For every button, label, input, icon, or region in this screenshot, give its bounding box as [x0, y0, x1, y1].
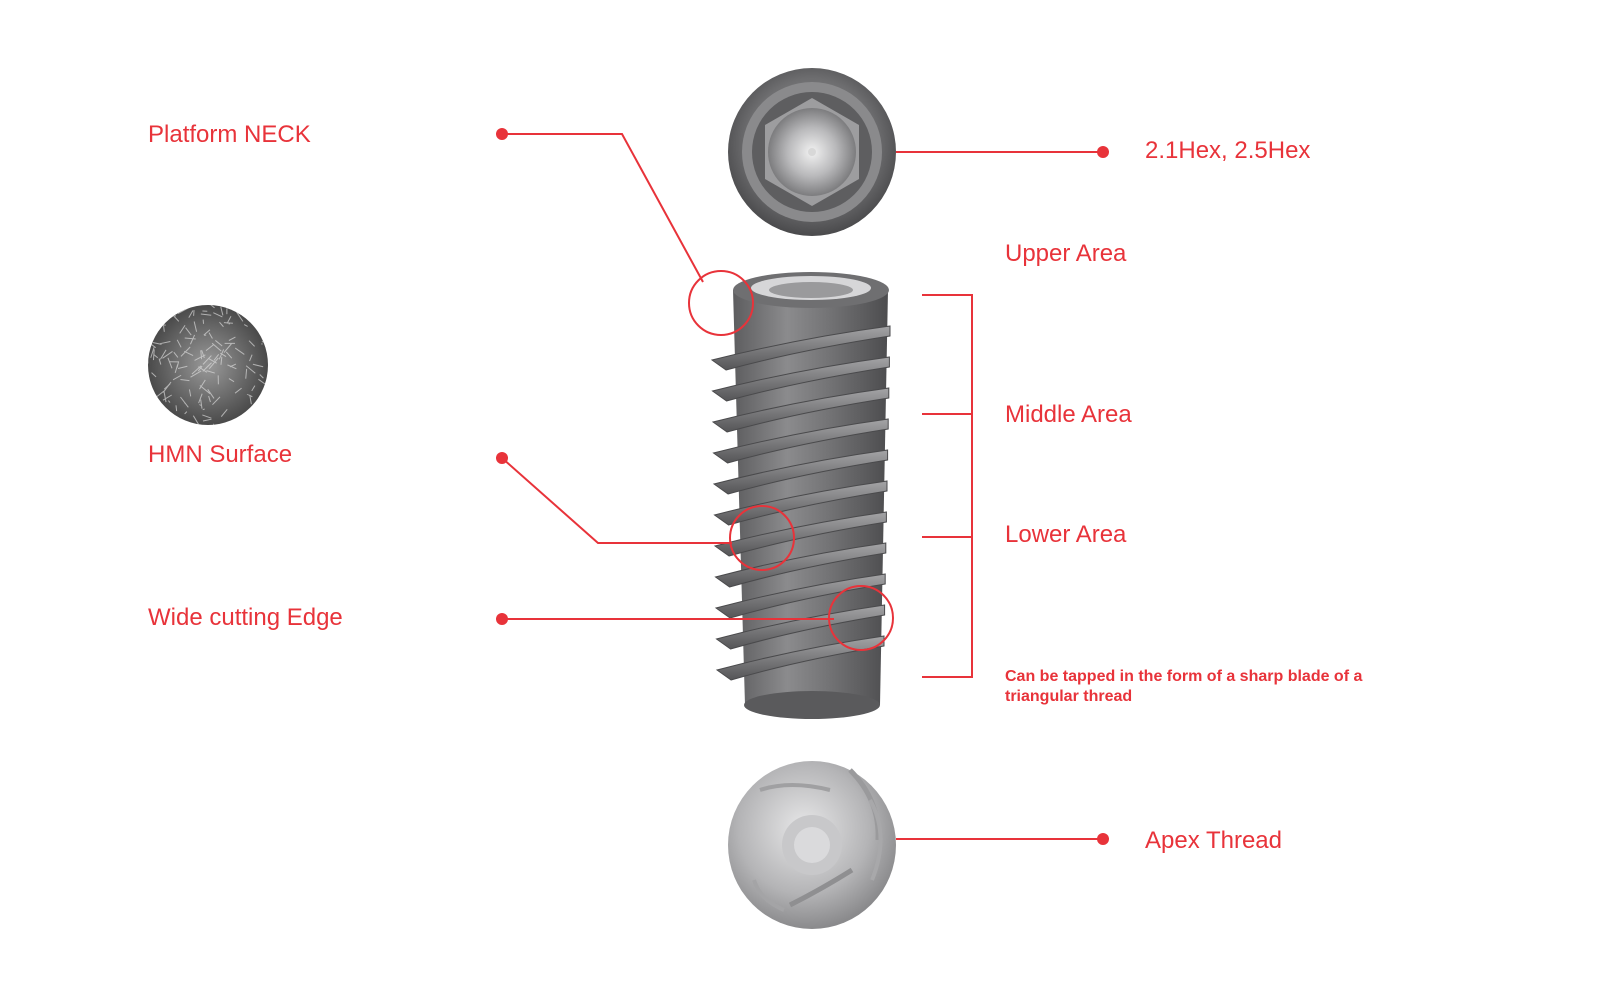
surface-fiber [203, 409, 205, 410]
hmn-surface-label: HMN Surface [148, 443, 292, 467]
surface-fiber [167, 417, 168, 423]
surface-fiber [148, 417, 151, 423]
surface-fiber [148, 324, 157, 326]
surface-fiber [150, 333, 153, 343]
implant-top-view [728, 68, 896, 236]
hmn-surface-image [141, 299, 273, 431]
surface-fiber [247, 394, 248, 395]
surface-fiber [159, 299, 168, 310]
surface-fiber [168, 305, 176, 316]
apex-thread-label: Apex Thread [1145, 829, 1282, 853]
hmn-callout-dot [496, 452, 508, 464]
edge-callout-dot [496, 613, 508, 625]
apex-callout-dot [1097, 833, 1109, 845]
surface-fiber [141, 331, 149, 335]
surface-fiber [247, 417, 253, 423]
surface-fiber [259, 408, 264, 411]
surface-fiber [224, 303, 232, 307]
surface-fiber [264, 395, 273, 401]
implant-apex-view [728, 761, 896, 929]
hmn-callout-line [502, 458, 732, 543]
lower-area-label: Lower Area [1005, 523, 1126, 547]
neck-callout-dot [496, 128, 508, 140]
surface-fiber [252, 419, 255, 429]
surface-fiber [224, 323, 233, 324]
platform-neck-label: Platform NECK [148, 123, 311, 147]
surface-fiber [148, 401, 157, 410]
surface-fiber [150, 319, 158, 323]
surface-fiber [171, 419, 177, 424]
surface-fiber [216, 299, 227, 306]
implant-body [712, 272, 890, 719]
surface-fiber [147, 353, 148, 364]
surface-fiber [151, 324, 156, 328]
area-bracket [922, 295, 972, 677]
surface-fiber [213, 424, 216, 431]
surface-fiber [258, 405, 264, 412]
blade-note: Can be tapped in the form of a sharp bla… [1005, 667, 1425, 707]
neck-callout-line [502, 134, 703, 282]
hex-label: 2.1Hex, 2.5Hex [1145, 139, 1310, 163]
surface-fiber [258, 301, 262, 305]
wide-cutting-edge-label: Wide cutting Edge [148, 606, 343, 630]
upper-area-label: Upper Area [1005, 242, 1126, 266]
surface-fiber [176, 405, 177, 411]
surface-fiber [164, 307, 169, 315]
middle-area-label: Middle Area [1005, 403, 1132, 427]
hex-callout-dot [1097, 146, 1109, 158]
